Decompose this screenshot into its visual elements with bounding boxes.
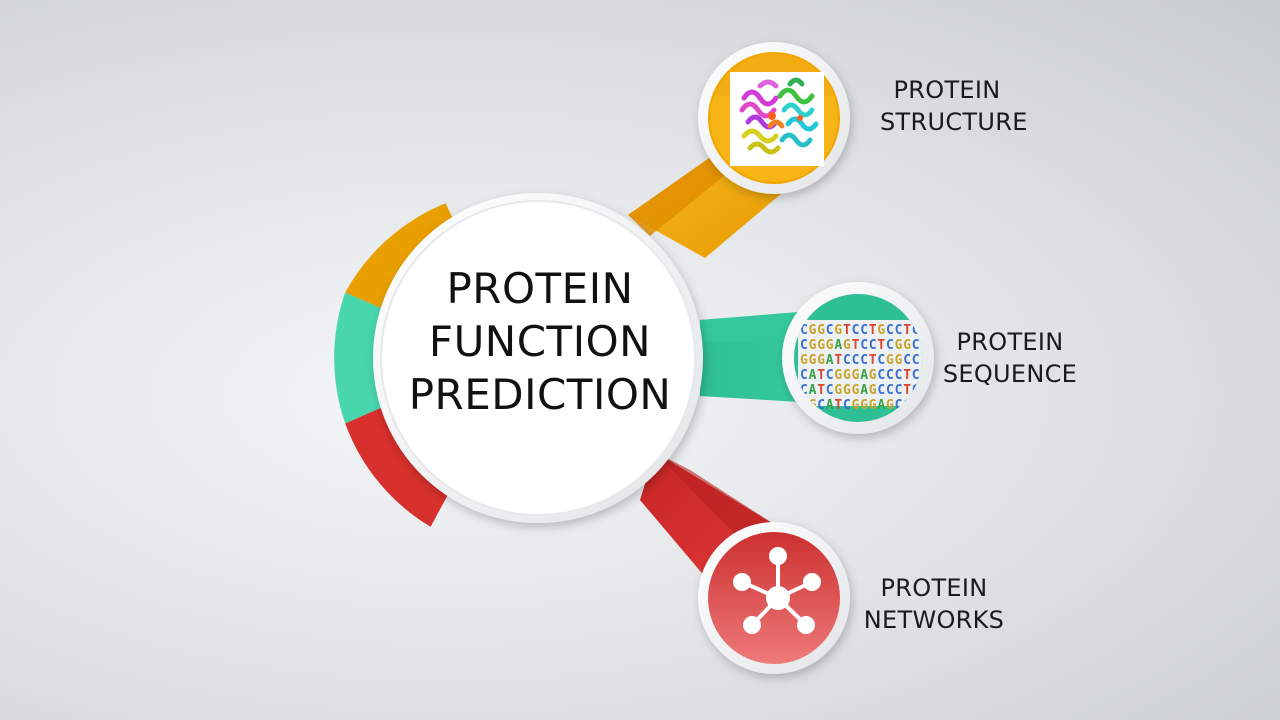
sequence-row: CGGCGTCCTGCCTC (800, 323, 920, 338)
center-title-line-3: PREDICTION (408, 370, 672, 419)
sequence-row: CGGGAGTCCTCGGC (800, 338, 920, 353)
sequence-row: GGGATCCCTCGGCC (800, 353, 920, 368)
label-protein-networks: PROTEIN NETWORKS (863, 574, 1005, 634)
arc-segment-teal (334, 292, 384, 424)
connector-sequence (700, 312, 800, 402)
network-icon (733, 547, 821, 634)
arc-segment-orange (345, 203, 463, 310)
center-title-line-2: FUNCTION (428, 317, 652, 366)
center-node (373, 193, 703, 523)
center-title-line-1: PROTEIN (446, 264, 634, 313)
node-networks (698, 522, 850, 674)
node-sequence: CGGCGTCCTGCCTCCGGGAGTCCTCGGCGGGATCCCTCGG… (782, 282, 934, 434)
center-title: PROTEIN FUNCTION PREDICTION (380, 262, 700, 421)
sequence-row: CATCGGGAGCCCTC (800, 383, 920, 398)
outer-arc (334, 203, 463, 527)
node-structure (698, 42, 850, 194)
arc-segment-red (345, 406, 451, 527)
label-protein-sequence: PROTEIN SEQUENCE (942, 328, 1078, 388)
protein-structure-image (730, 72, 824, 166)
dna-sequence-image: CGGCGTCCTGCCTCCGGGAGTCCTCGGCGGGATCCCTCGG… (800, 323, 920, 413)
sequence-row: CATCGGGAGCCCTC (800, 368, 920, 383)
label-protein-structure: PROTEIN STRUCTURE (880, 76, 1028, 136)
